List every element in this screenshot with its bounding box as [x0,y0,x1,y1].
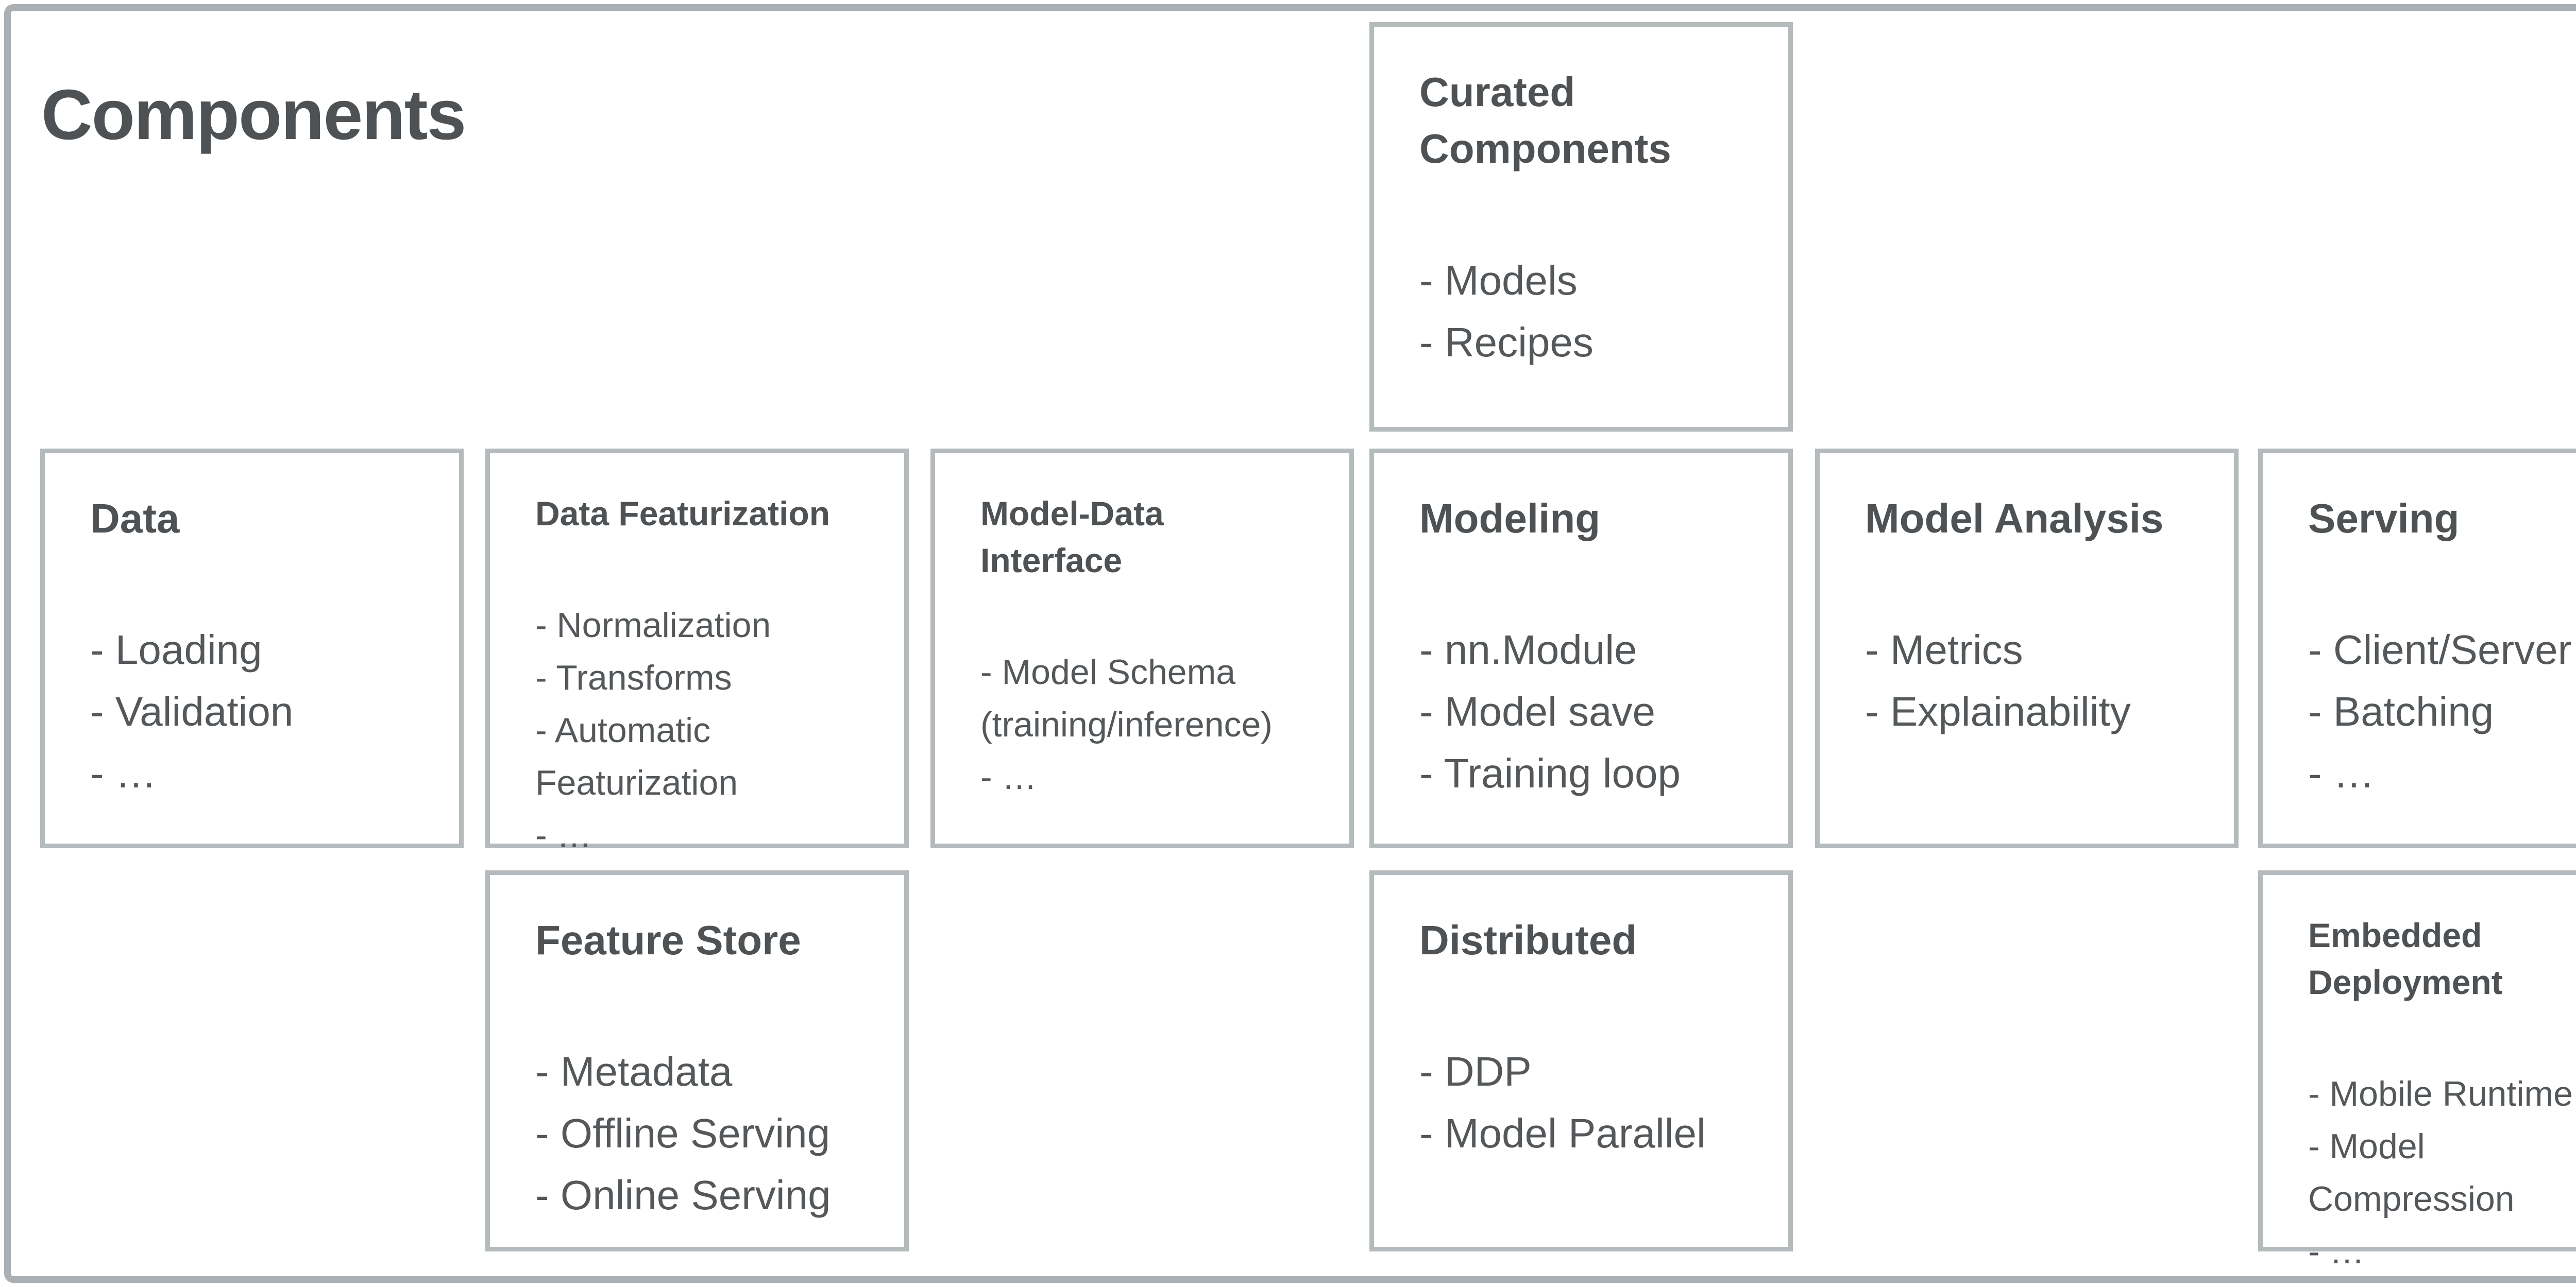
list-item: - … [535,816,592,855]
list-item: - … [980,758,1037,797]
box-items: - Mobile Runtime - Model Compression - … [2308,1068,2576,1278]
list-item: - Loading [90,627,262,673]
list-item: - … [90,750,157,797]
list-item: - … [2308,750,2375,797]
box-title: Modeling [1419,495,1601,541]
component-box-curated-components: Curated Components - Models - Recipes [1369,22,1793,432]
component-box-distributed: Distributed - DDP - Model Parallel [1369,870,1793,1251]
list-item: - Model Parallel [1419,1110,1706,1157]
list-item: - Model Schema (training/inference) [980,653,1273,745]
list-item: - Transforms [535,658,732,698]
component-box-feature-store: Feature Store - Metadata - Offline Serving… [485,870,909,1251]
box-title: Curated Components [1419,69,1671,172]
box-items: - Model Schema (training/inference) - … [980,646,1308,803]
list-item: - … [2308,1232,2365,1272]
box-title: Serving [2308,495,2460,541]
page-title: Components [41,75,466,155]
box-items: - Models - Recipes [1419,250,1747,373]
component-box-modeling: Modeling - nn.Module - Model save - Trainin… [1369,449,1793,848]
box-items: - Normalization - Transforms - Automatic F… [535,599,863,862]
component-box-embedded-deployment: Embedded Deployment - Mobile Runtime - Mod… [2258,870,2576,1271]
box-title: Data [90,495,180,541]
list-item: - DDP [1419,1049,1532,1095]
list-item: - Training loop [1419,750,1681,797]
list-item: - Mobile Runtime [2308,1074,2573,1114]
box-items: - DDP - Model Parallel [1419,1041,1747,1164]
component-box-model-analysis: Model Analysis - Metrics - Explainability [1815,449,2239,848]
list-item: - Offline Serving [535,1110,831,1157]
list-item: - Normalization [535,606,771,645]
list-item: - Model save [1419,689,1655,735]
list-item: - Recipes [1419,319,1594,365]
list-item: - Online Serving [535,1172,831,1219]
list-item: - Metadata [535,1049,733,1095]
list-item: - Models [1419,257,1578,303]
list-item: - Metrics [1865,627,2023,673]
box-items: - Loading - Validation - … [90,619,418,804]
box-items: - Metadata - Offline Serving - Online Serv… [535,1041,863,1226]
component-box-model-data-interface: Model-Data Interface - Model Schema (trai… [930,449,1354,848]
box-title: Data Featurization [535,494,831,533]
box-title: Feature Store [535,917,801,963]
box-items: - nn.Module - Model save - Training loop [1419,619,1747,804]
list-item: - Explainability [1865,689,2131,735]
box-items: - Metrics - Explainability [1865,619,2193,743]
component-box-serving: Serving - Client/Server - Batching - … [2258,449,2576,848]
list-item: - Model Compression [2308,1127,2515,1219]
list-item: - Client/Server [2308,627,2572,673]
list-item: - nn.Module [1419,627,1637,673]
box-title: Distributed [1419,917,1637,963]
box-title: Model Analysis [1865,495,2164,541]
box-title: Model-Data Interface [980,494,1164,580]
component-box-data-featurization: Data Featurization - Normalization - Trans… [485,449,909,855]
box-title: Embedded Deployment [2308,916,2503,1002]
box-items: - Client/Server - Batching - … [2308,619,2576,804]
list-item: - Validation [90,689,294,735]
list-item: - Automatic Featurization [535,711,738,803]
list-item: - Batching [2308,689,2494,735]
component-box-data: Data - Loading - Validation - … [40,449,464,848]
